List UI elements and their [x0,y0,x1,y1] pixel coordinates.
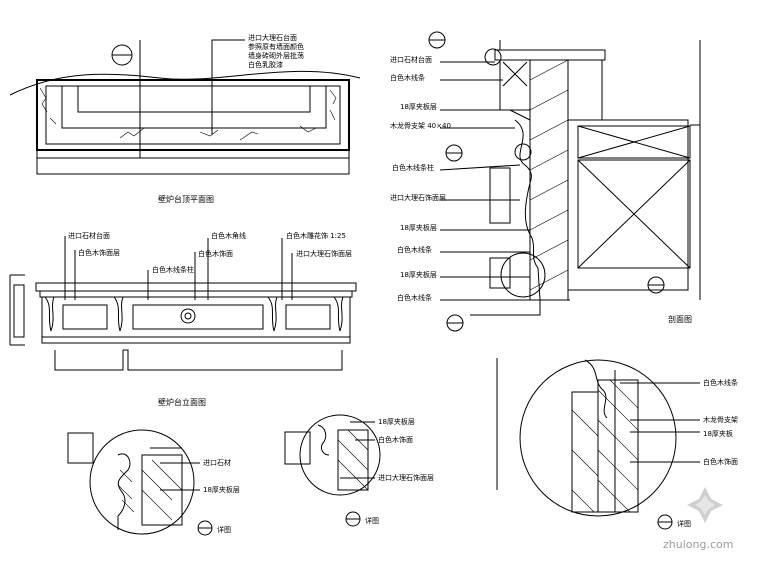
detail3-label-1: 白色木线条 [703,378,738,387]
sec-label-1: 进口石材台面 [390,55,432,64]
detail3-label-3: 18厚夹板 [703,429,733,438]
elev-label-3: 白色木线条柱 [152,265,194,274]
top-plan-view: 进口大理石台面 参照原有墙面颜色 墙身砖砌外层批荡 白色乳胶漆 壁炉台顶平面图 [9,33,361,204]
sec-label-2: 白色木线条 [390,73,425,82]
elev-label-5: 白色木饰面 [198,249,233,258]
top-plan-title: 壁炉台顶平面图 [158,194,214,204]
corbel-brackets [44,296,344,332]
elev-label-1: 进口石材台面 [68,231,110,240]
section-view: 进口石材台面 白色木线条 18厚夹板层 木龙骨支架 40×40 白色木线条柱 进… [390,31,701,332]
top-plan-note-2: 参照原有墙面颜色 [248,42,304,51]
front-elevation-title: 壁炉台立面图 [158,397,206,407]
elev-label-7: 进口大理石饰面层 [296,249,352,258]
sec-label-10: 白色木线条 [397,293,432,302]
detail3-label-2: 木龙骨支架 [703,415,738,424]
sec-label-3: 18厚夹板层 [400,102,437,111]
top-plan-note-1: 进口大理石台面 [248,33,297,42]
top-plan-note-4: 白色乳胶漆 [248,60,283,69]
sec-label-5: 白色木线条柱 [392,163,434,172]
watermark: zhulong.com [663,487,733,551]
sec-label-9: 18厚夹板层 [400,270,437,279]
watermark-logo-icon [687,487,723,523]
elev-label-2: 白色木饰面层 [78,248,120,257]
detail1-title: 详图 [217,525,231,534]
elev-label-4: 白色木角线 [211,231,246,240]
section-title: 剖面图 [668,314,692,324]
detail3-label-4: 白色木饰面 [703,457,738,466]
sec-label-4: 木龙骨支架 40×40 [390,121,451,130]
watermark-text: zhulong.com [663,538,733,551]
detail1-label-1: 进口石材 [203,458,231,467]
detail2-label-2: 白色木饰面 [378,435,413,444]
detail-2: 18厚夹板层 白色木饰面 进口大理石饰面层 详图 [284,414,434,527]
detail2-title: 详图 [365,516,379,525]
detail3-title: 详图 [677,519,691,528]
top-plan-note-3: 墙身砖砌外层批荡 [248,51,304,60]
detail-3: 白色木线条 木龙骨支架 18厚夹板 白色木饰面 详图 [496,358,738,530]
front-elevation-view: 进口石材台面 白色木饰面层 白色木线条柱 白色木角线 白色木饰面 白色木雕花饰 … [9,231,357,407]
sec-label-6: 进口大理石饰面层 [390,193,446,202]
sec-label-8: 白色木线条 [397,245,432,254]
detail2-label-1: 18厚夹板层 [378,417,415,426]
elev-label-6: 白色木雕花饰 1:25 [286,231,346,240]
detail1-label-2: 18厚夹板层 [203,485,240,494]
detail2-label-3: 进口大理石饰面层 [378,473,434,482]
sec-label-7: 18厚夹板层 [400,223,437,232]
detail-1: 进口石材 18厚夹板层 详图 [67,429,240,536]
